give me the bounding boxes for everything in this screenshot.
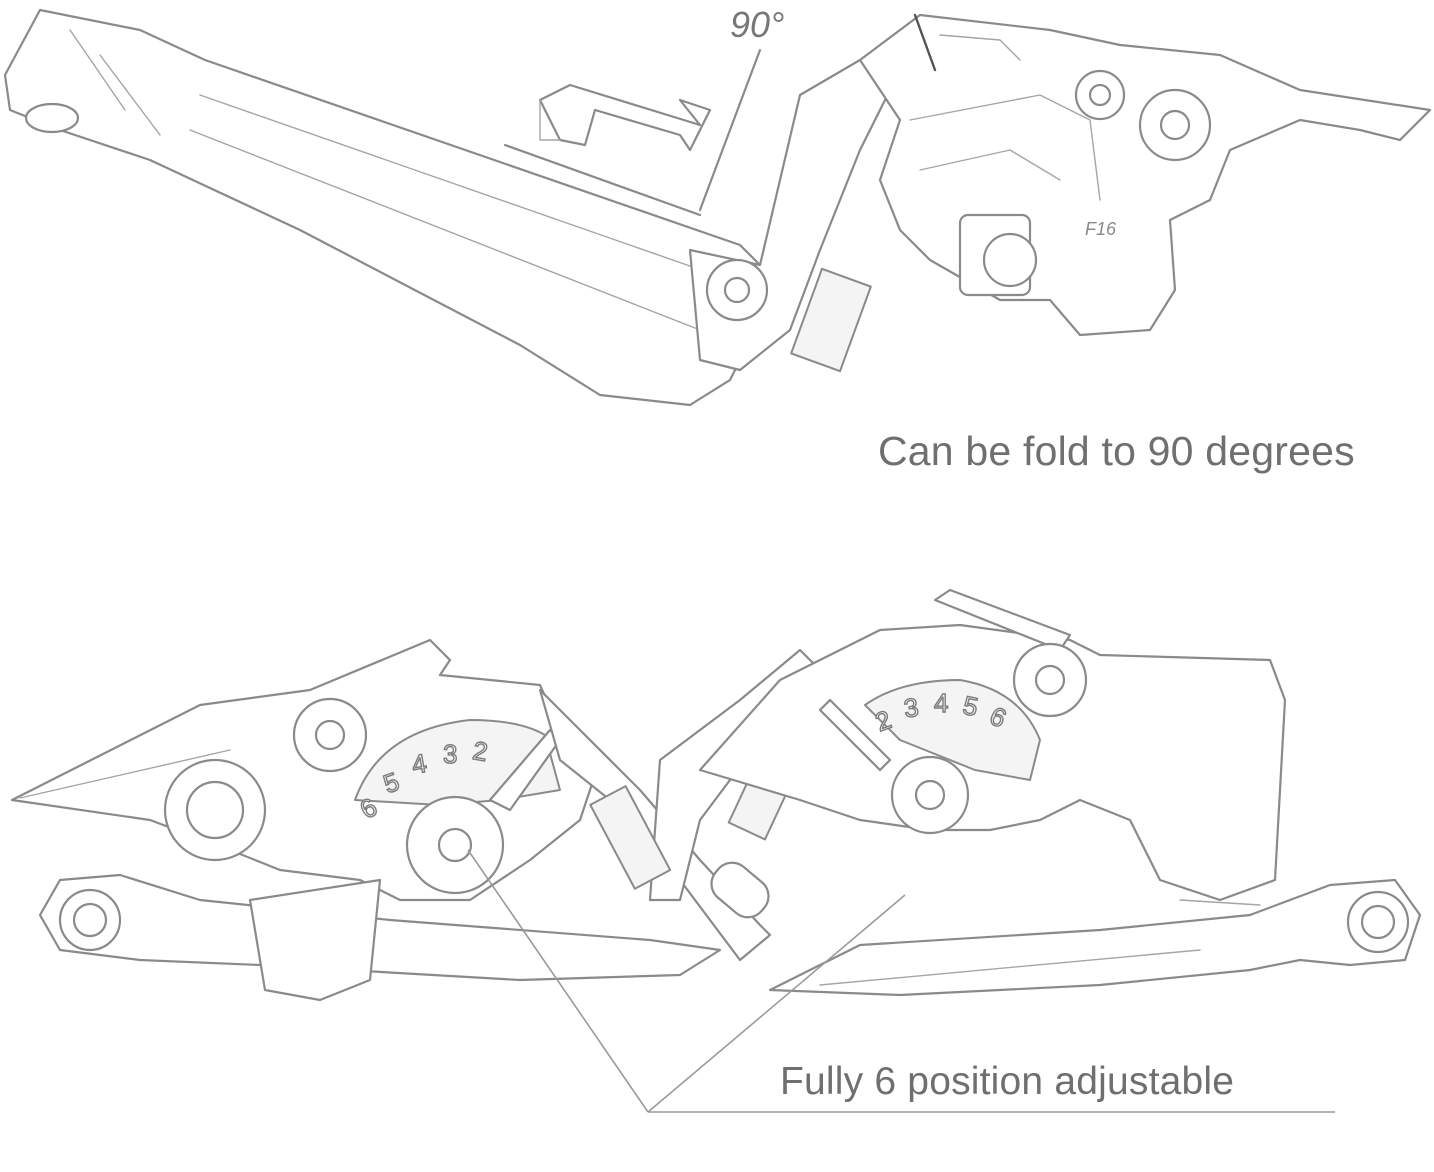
left-dial-digit: 4 [409, 748, 428, 780]
adjustable-levers-drawing: 6 5 4 3 2 [10, 588, 1422, 1113]
right-dial-digit: 3 [902, 692, 921, 724]
fold-caption: Can be fold to 90 degrees [878, 428, 1355, 474]
right-dial-digit: 5 [960, 690, 980, 722]
angle-label: 90° [730, 4, 785, 45]
engraved-mark: F16 [1085, 219, 1117, 239]
left-dial-numbers: 6 5 4 3 2 [354, 734, 491, 825]
fold-arrow-icon [503, 48, 762, 217]
folded-lever-drawing: F16 [3, 8, 1432, 407]
left-dial-digit: 2 [471, 735, 490, 767]
adjust-caption: Fully 6 position adjustable [780, 1060, 1235, 1103]
right-dial-digit: 4 [934, 688, 948, 718]
left-dial-digit: 3 [443, 739, 457, 769]
